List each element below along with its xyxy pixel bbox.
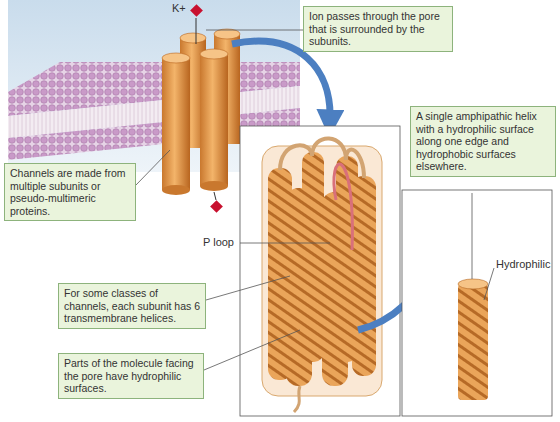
callout-box: A single amphipathic helix with a hydrop…	[410, 106, 556, 177]
callout-text: A single amphipathic helix with a hydrop…	[416, 110, 550, 173]
callout-text: For some classes of channels, each subun…	[64, 287, 200, 325]
callout-box: Parts of the molecule facing the pore ha…	[58, 353, 204, 399]
part-label: P loop	[203, 236, 234, 249]
part-label: Hydrophilic	[496, 258, 550, 271]
part-label: K+	[172, 2, 186, 15]
callout-text: Channels are made from multiple subunits…	[10, 167, 130, 217]
callout-box: Ion passes through the pore that is surr…	[303, 6, 453, 52]
callout-text: Ion passes through the pore that is surr…	[309, 10, 447, 48]
callout-text: Parts of the molecule facing the pore ha…	[64, 357, 198, 395]
callout-box: Channels are made from multiple subunits…	[4, 163, 136, 221]
callout-box: For some classes of channels, each subun…	[58, 283, 206, 329]
